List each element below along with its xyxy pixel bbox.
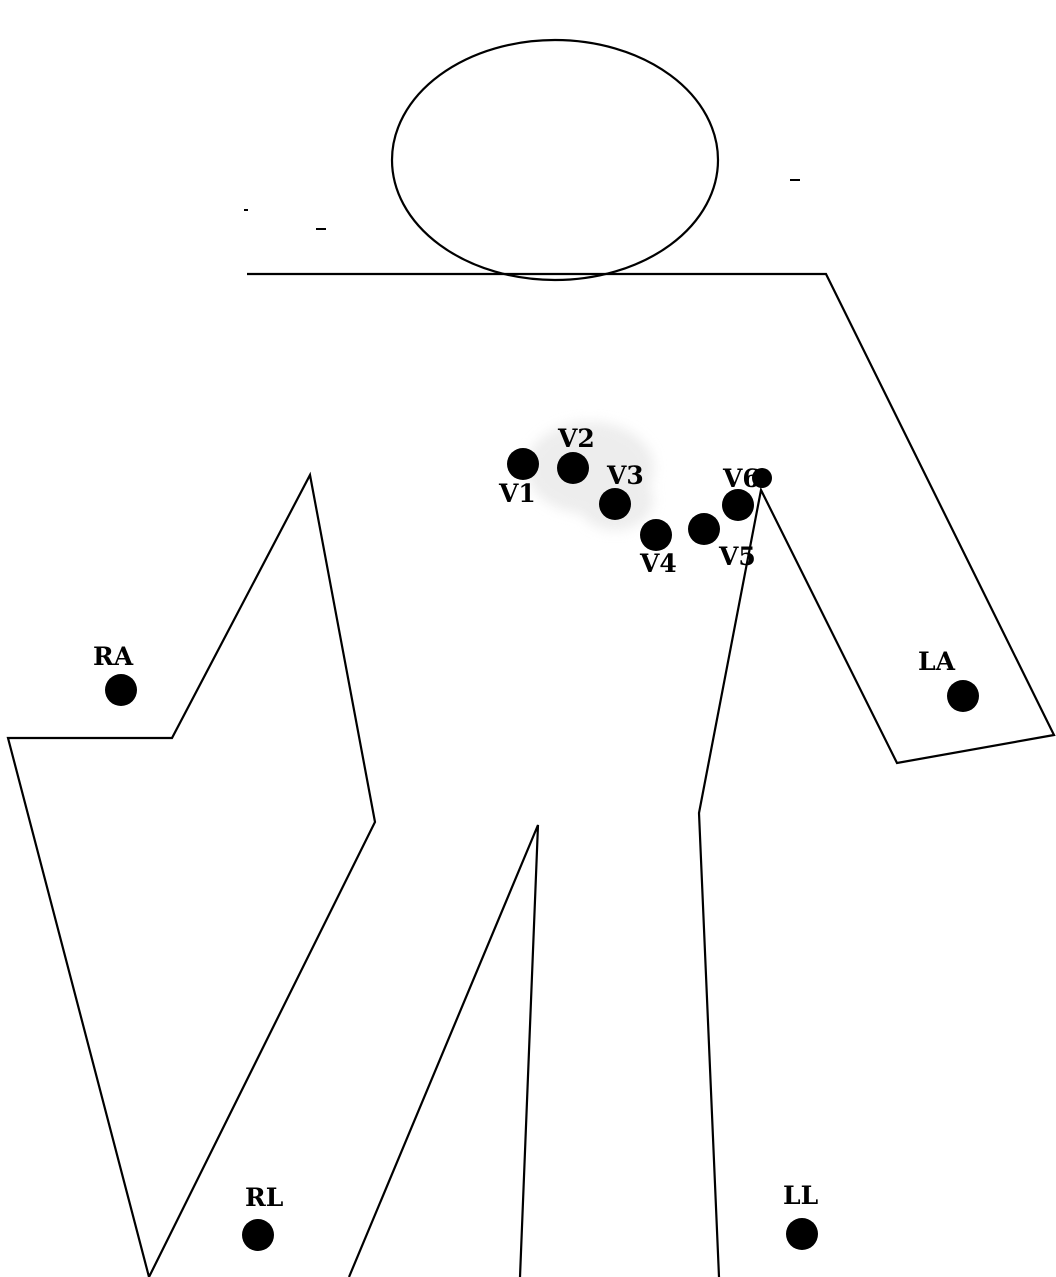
electrode-v2 xyxy=(557,452,589,484)
label-v1: V1 xyxy=(498,479,536,508)
label-ll: LL xyxy=(783,1181,819,1210)
label-v2: V2 xyxy=(557,424,595,453)
label-v6: V6 xyxy=(722,464,760,493)
label-rl: RL xyxy=(245,1183,284,1212)
electrode-ll xyxy=(786,1218,818,1250)
label-v5: V5 xyxy=(718,542,756,571)
label-v4: V4 xyxy=(639,549,677,578)
label-v3: V3 xyxy=(606,461,644,490)
electrode-v5 xyxy=(688,513,720,545)
head-outline xyxy=(392,40,718,280)
electrode-la xyxy=(947,680,979,712)
electrode-v3 xyxy=(599,488,631,520)
electrode-v4 xyxy=(640,519,672,551)
body-outline xyxy=(8,274,1054,1277)
label-la: LA xyxy=(918,647,956,676)
electrode-v6 xyxy=(722,489,754,521)
electrode-rl xyxy=(242,1219,274,1251)
electrode-v1 xyxy=(507,448,539,480)
label-ra: RA xyxy=(93,642,134,671)
electrode-ra xyxy=(105,674,137,706)
